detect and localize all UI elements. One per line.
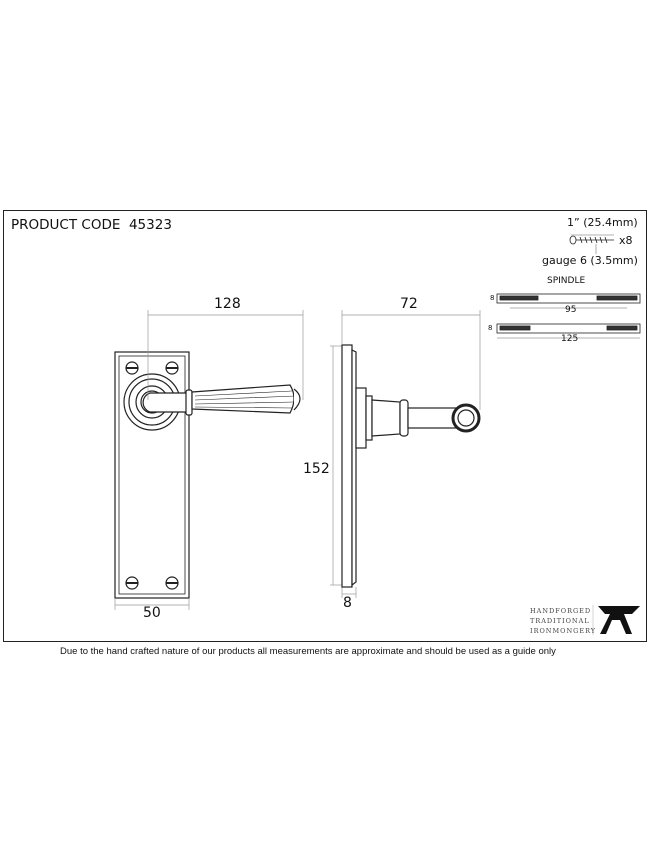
logo-line2: TRADITIONAL xyxy=(530,617,590,625)
spindle-short-size: 8 xyxy=(490,294,495,302)
logo-line3: IRONMONGERY xyxy=(530,627,597,635)
front-backplate xyxy=(114,351,190,599)
spindle-title: SPINDLE xyxy=(547,276,586,286)
screw-length: 1” (25.4mm) xyxy=(567,216,638,229)
brand-text: HANDFORGED TRADITIONAL IRONMONGERY xyxy=(530,606,596,636)
dim-8: 8 xyxy=(343,595,352,611)
spindle-long-size: 8 xyxy=(488,324,493,332)
screw-icon xyxy=(569,234,614,254)
spindle-long xyxy=(496,323,641,339)
dim-128: 128 xyxy=(214,296,241,312)
product-code-value: 45323 xyxy=(128,217,172,233)
dim-50: 50 xyxy=(143,605,161,621)
logo-line1: HANDFORGED xyxy=(530,607,592,615)
spindle-short-length: 95 xyxy=(565,305,577,315)
dimension-lines xyxy=(114,310,481,610)
front-lever xyxy=(142,384,301,416)
dim-152: 152 xyxy=(303,461,330,477)
anvil-logo xyxy=(592,605,640,635)
screw-hole-icons xyxy=(125,361,179,590)
side-view xyxy=(341,344,481,588)
dim-72: 72 xyxy=(400,296,418,312)
disclaimer: Due to the hand crafted nature of our pr… xyxy=(60,646,556,657)
product-code-label: PRODUCT CODE xyxy=(11,217,121,233)
screw-quantity: x8 xyxy=(619,234,633,247)
spindle-short xyxy=(496,293,641,309)
screw-gauge: gauge 6 (3.5mm) xyxy=(542,254,638,267)
spindle-long-length: 125 xyxy=(561,334,579,344)
product-code: PRODUCT CODE 45323 xyxy=(11,217,172,233)
drawing-frame xyxy=(3,210,647,642)
